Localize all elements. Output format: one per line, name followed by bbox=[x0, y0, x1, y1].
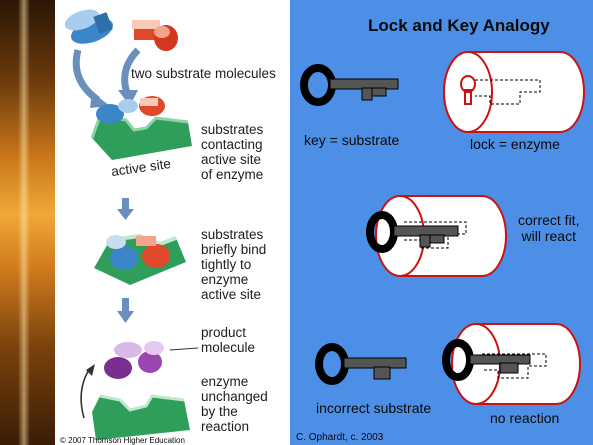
right-credit: C. Ophardt, c. 2003 bbox=[296, 432, 384, 443]
down-arrow-2 bbox=[117, 298, 134, 323]
recycle-arrow bbox=[80, 364, 95, 419]
enzyme-binding bbox=[94, 233, 186, 285]
curved-arrow-right bbox=[118, 47, 141, 106]
label-incorrect-substrate: incorrect substrate bbox=[316, 400, 432, 416]
down-arrow-1 bbox=[117, 198, 134, 220]
incorrect-key-icon bbox=[315, 343, 407, 385]
label-substrates-briefly-bind: substrates briefly bind tightly to enzym… bbox=[201, 227, 267, 302]
left-credit: © 2007 Thomson Higher Education bbox=[60, 436, 185, 445]
lock-enzyme-icon bbox=[443, 51, 585, 133]
product-molecule bbox=[104, 341, 199, 379]
enzyme-unchanged bbox=[92, 394, 190, 440]
curved-arrow-left bbox=[72, 49, 110, 108]
label-enzyme-unchanged: enzyme unchanged by the reaction bbox=[201, 374, 268, 434]
lock-key-title: Lock and Key Analogy bbox=[368, 16, 550, 35]
label-lock-enzyme: lock = enzyme bbox=[470, 136, 560, 152]
no-reaction-icon bbox=[442, 323, 581, 405]
label-key-substrate: key = substrate bbox=[304, 132, 400, 148]
label-product-molecule: product molecule bbox=[201, 325, 256, 355]
correct-fit-icon bbox=[366, 195, 507, 277]
label-substrates-contacting: substrates contacting active site of enz… bbox=[201, 122, 264, 182]
red-substrate-molecule bbox=[132, 20, 178, 51]
blue-substrate-molecule bbox=[64, 9, 114, 44]
label-no-reaction: no reaction bbox=[490, 410, 560, 426]
label-correct-fit: correct fit, will react bbox=[518, 212, 580, 244]
key-substrate-icon bbox=[300, 64, 399, 106]
photo-strip-image bbox=[0, 0, 55, 445]
enzyme-contacting bbox=[90, 96, 192, 160]
label-two-substrates: two substrate molecules bbox=[131, 66, 276, 81]
